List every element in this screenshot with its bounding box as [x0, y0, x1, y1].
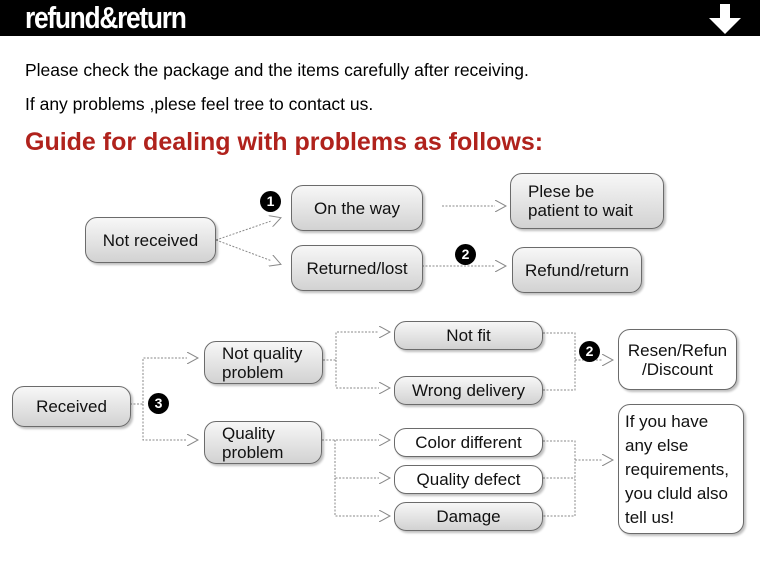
intro-line-1: Please check the package and the items c… [25, 60, 529, 80]
node-quality-problem: Quality problem [204, 421, 322, 464]
page-title: refund&return [25, 0, 187, 35]
node-on-the-way: On the way [291, 185, 423, 231]
edge-not-quality-wrong-delivery [335, 360, 389, 388]
edge-not-received-returned-lost [215, 239, 280, 264]
node-received: Received [12, 386, 131, 427]
node-not-received: Not received [85, 217, 216, 263]
edge-not-fit-resend [543, 332, 576, 391]
node-please-wait: Plese be patient to wait [510, 173, 664, 229]
node-refund-return: Refund/return [512, 247, 642, 293]
node-not-quality-problem: Not quality problem [204, 341, 323, 384]
node-returned-lost: Returned/lost [291, 245, 423, 291]
edge-received-not-quality [130, 358, 197, 405]
edge-not-quality-not-fit [323, 332, 389, 361]
node-wrong-delivery: Wrong delivery [394, 376, 543, 405]
step-marker-2b: 2 [579, 341, 600, 362]
intro-line-2: If any problems ,plese feel tree to cont… [25, 94, 374, 114]
step-marker-1: 1 [260, 191, 281, 212]
guide-title: Guide for dealing with problems as follo… [25, 128, 544, 156]
header-bar: refund&return [0, 0, 760, 36]
edge-color-other [543, 440, 576, 517]
edge-quality-defect [334, 440, 389, 478]
node-damage: Damage [394, 502, 543, 531]
step-marker-2: 2 [455, 244, 476, 265]
step-marker-3: 3 [148, 393, 169, 414]
node-other-requirements: If you have any else requirements, you c… [618, 404, 744, 534]
edge-received-quality [142, 404, 197, 440]
edge-quality-damage [334, 478, 389, 516]
down-arrow-icon [709, 4, 741, 34]
node-color-different: Color different [394, 428, 543, 457]
edge-not-received-on-the-way [215, 218, 280, 241]
node-quality-defect: Quality defect [394, 465, 543, 494]
node-resend-refund-discount: Resen/Refun /Discount [618, 329, 737, 390]
node-not-fit: Not fit [394, 321, 543, 350]
